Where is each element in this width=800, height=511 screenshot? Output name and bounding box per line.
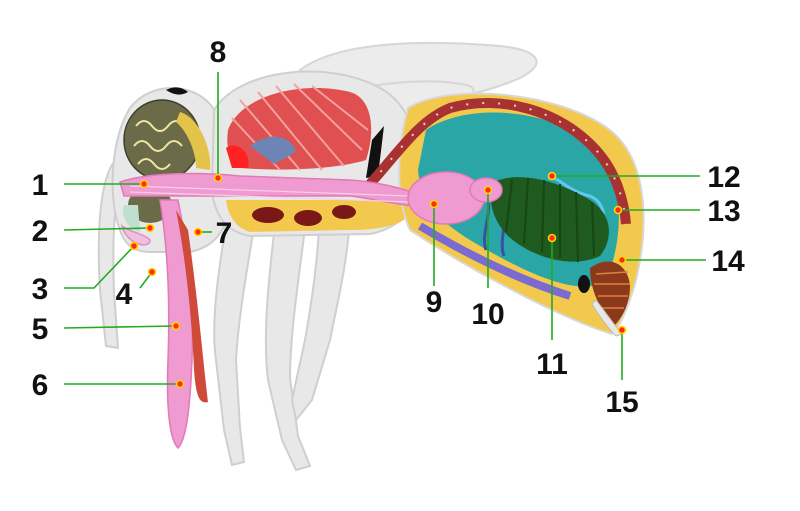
marker-7 xyxy=(193,227,203,237)
tracheae xyxy=(547,176,606,215)
callout-7: 7 xyxy=(216,217,233,250)
middle-leg xyxy=(264,213,312,472)
callout-9: 9 xyxy=(426,286,443,319)
midgut xyxy=(490,177,609,262)
marker-3 xyxy=(129,241,139,251)
callout-6: 6 xyxy=(32,369,49,402)
marker-2 xyxy=(145,223,155,233)
marker-10 xyxy=(483,185,493,195)
marker-1 xyxy=(139,179,149,189)
brain-folds xyxy=(133,120,185,170)
callout-11: 11 xyxy=(536,348,568,381)
spiracle-plate xyxy=(250,136,296,164)
callout-labels: 1 2 3 4 5 6 7 8 9 10 11 12 13 14 15 xyxy=(32,36,745,419)
callout-5: 5 xyxy=(32,313,49,346)
leader-3 xyxy=(64,245,135,289)
ganglion xyxy=(252,207,284,223)
callout-3: 3 xyxy=(32,273,49,306)
markers xyxy=(129,171,627,389)
ganglion xyxy=(294,210,322,226)
callout-13: 13 xyxy=(707,195,740,228)
dorsal-vessel xyxy=(366,98,631,225)
rectum xyxy=(590,261,630,326)
abdominal-black-dot xyxy=(578,275,590,293)
callout-1: 1 xyxy=(32,169,49,202)
labrum xyxy=(122,205,140,232)
leader-2 xyxy=(63,227,151,231)
callout-10: 10 xyxy=(471,298,504,331)
legs xyxy=(97,156,352,472)
marker-14 xyxy=(617,255,627,265)
hind-leg xyxy=(290,208,352,423)
abdomen xyxy=(366,92,645,337)
midgut-rings xyxy=(505,177,595,263)
marker-13 xyxy=(613,205,623,215)
ocellus xyxy=(166,87,188,95)
crop xyxy=(407,171,485,225)
marker-4 xyxy=(147,267,157,277)
flight-muscle-striations xyxy=(231,83,369,171)
thorax xyxy=(210,70,420,238)
mandible xyxy=(120,224,151,246)
marker-9 xyxy=(429,199,439,209)
marker-15 xyxy=(617,325,627,335)
callout-15: 15 xyxy=(605,386,638,419)
thoracic-gland xyxy=(226,145,249,168)
marker-11 xyxy=(547,233,557,243)
leader-lines xyxy=(63,72,706,385)
callout-2: 2 xyxy=(32,215,49,248)
callout-4: 4 xyxy=(116,278,133,311)
front-leg xyxy=(213,198,260,467)
gland-head xyxy=(176,112,211,170)
ganglion xyxy=(332,205,356,219)
head xyxy=(111,87,230,253)
marker-6 xyxy=(175,379,185,389)
marker-12 xyxy=(547,171,557,181)
esophagus-lines xyxy=(129,185,411,203)
leader-5 xyxy=(63,325,177,329)
thoracic-ganglia xyxy=(252,205,356,226)
marker-8 xyxy=(213,173,223,183)
callout-12: 12 xyxy=(707,161,740,194)
callout-14: 14 xyxy=(711,245,745,278)
proboscis-dark xyxy=(176,210,208,403)
callout-8: 8 xyxy=(210,36,227,69)
thoracic-black-mark xyxy=(366,126,384,178)
rectum-rings xyxy=(594,271,630,309)
marker-5 xyxy=(171,321,181,331)
sting xyxy=(591,299,623,337)
